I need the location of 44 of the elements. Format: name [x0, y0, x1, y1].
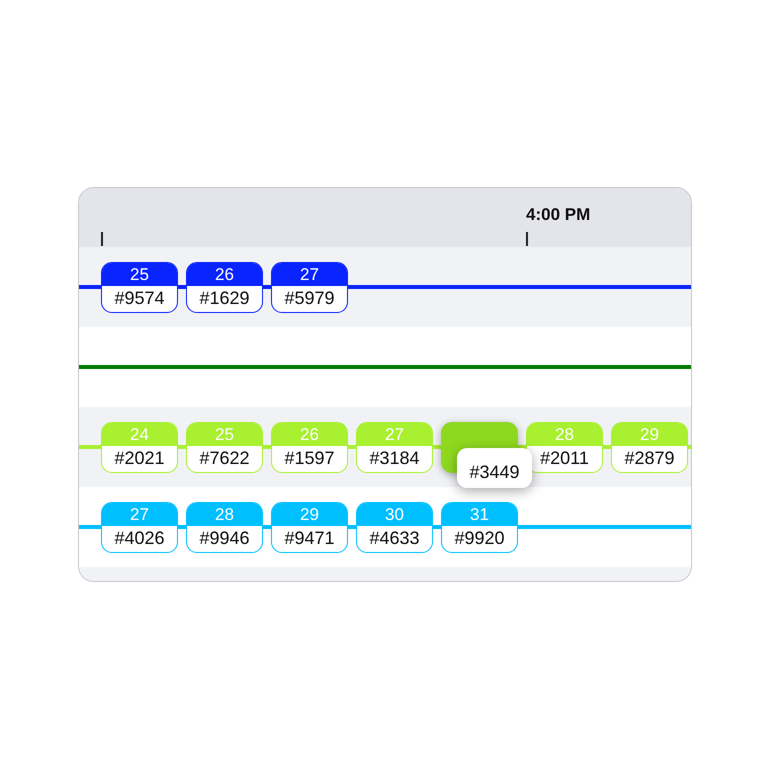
event-chip: [186, 422, 263, 473]
day-number: 27: [272, 263, 347, 286]
day-number: 27: [102, 503, 177, 526]
time-label: 4:00 PM: [526, 205, 590, 225]
event-id: #9471: [283, 528, 336, 549]
day-number: 26: [187, 263, 262, 286]
event-chip: [526, 422, 603, 473]
event-id: #5979: [283, 288, 336, 309]
event-chip: [186, 502, 263, 553]
day-number: 28: [527, 423, 602, 446]
event-id: #4026: [113, 528, 166, 549]
day-number: 28: [187, 503, 262, 526]
event-id: #2879: [623, 448, 676, 469]
day-number: 29: [272, 503, 347, 526]
event-id: #9920: [453, 528, 506, 549]
event-chip: [101, 262, 178, 313]
event-chip: [101, 422, 178, 473]
event-chip: [356, 422, 433, 473]
event-id: #3184: [368, 448, 421, 469]
day-number: 27: [357, 423, 432, 446]
day-number: 30: [357, 503, 432, 526]
event-chip: [441, 502, 518, 553]
drag-tooltip: #3449: [457, 448, 532, 488]
event-chip: [101, 502, 178, 553]
event-chip: [271, 422, 348, 473]
event-id: #9946: [198, 528, 251, 549]
event-chip: [271, 262, 348, 313]
event-id: #1597: [283, 448, 336, 469]
day-number: 26: [272, 423, 347, 446]
day-number: 24: [102, 423, 177, 446]
event-id: #7622: [198, 448, 251, 469]
event-id: #2021: [113, 448, 166, 469]
day-number: 25: [102, 263, 177, 286]
event-chip: [611, 422, 688, 473]
event-chip: [356, 502, 433, 553]
event-chip: [271, 502, 348, 553]
event-id: #1629: [198, 288, 251, 309]
event-id: #9574: [113, 288, 166, 309]
event-id: #2011: [539, 448, 590, 469]
event-chip: [186, 262, 263, 313]
event-id: #4633: [368, 528, 421, 549]
day-number: 25: [187, 423, 262, 446]
day-number: 31: [442, 503, 517, 526]
day-number: 29: [612, 423, 687, 446]
